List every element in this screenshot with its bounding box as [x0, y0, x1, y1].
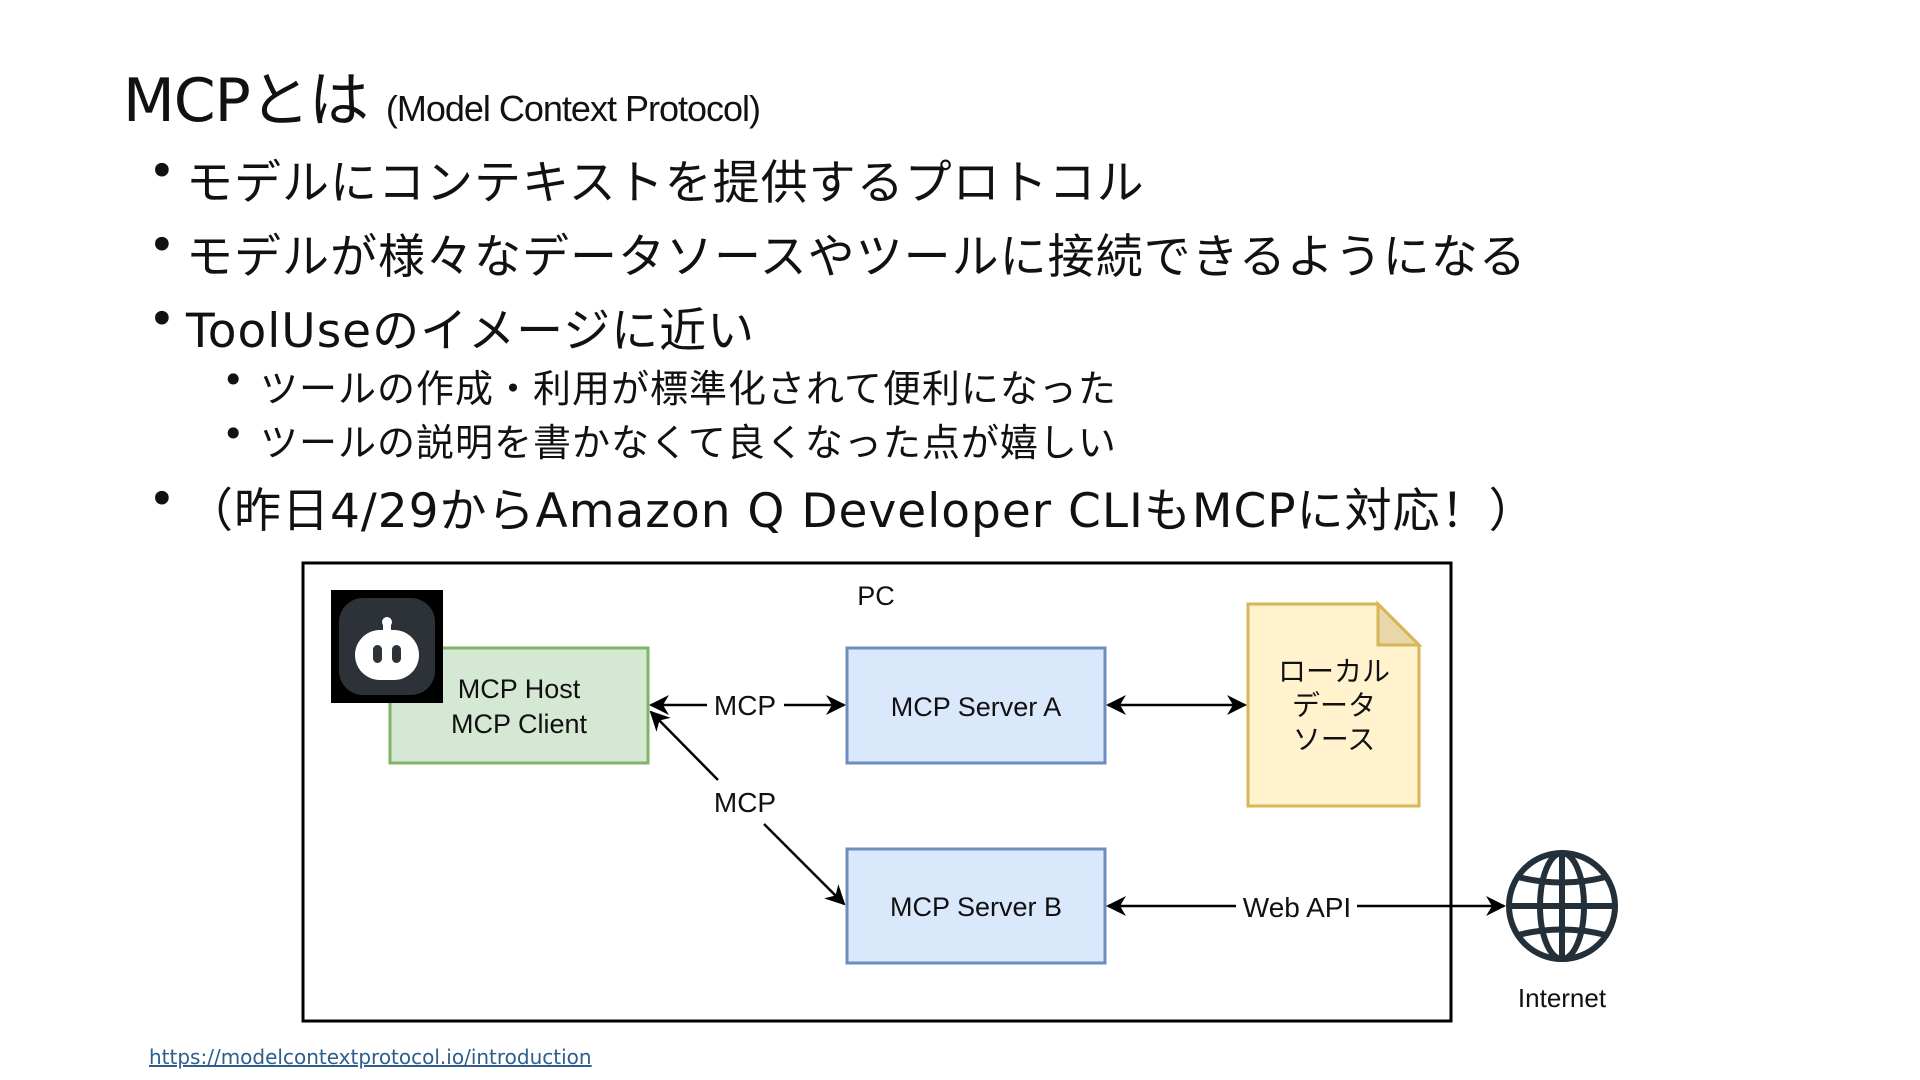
- mcp-server-b-label: MCP Server B: [890, 892, 1062, 922]
- sub-bullet-1-text: ツールの作成・利用が標準化されて便利になった: [260, 367, 1117, 411]
- pc-label: PC: [857, 581, 895, 611]
- mcp-server-a-box: [845, 646, 1107, 765]
- bullet-3: ToolUseのイメージに近い: [148, 292, 755, 361]
- title-main: MCPとは: [123, 66, 369, 136]
- sub-bullet-2-text: ツールの説明を書かなくて良くなった点が嬉しい: [260, 421, 1117, 465]
- bullet-2: モデルが様々なデータソースやツールに接続できるようになる: [148, 218, 1527, 287]
- bullet-4-text: （昨日4/29からAmazon Q Developer CLIもMCPに対応！）: [186, 484, 1537, 539]
- bullet-2-text: モデルが様々なデータソースやツールに接続できるようになる: [186, 230, 1527, 285]
- local-data-line-1: ローカル: [1278, 656, 1390, 687]
- sub-bullet-2: ツールの説明を書かなくて良くなった点が嬉しい: [222, 412, 1117, 467]
- title-subtitle: (Model Context Protocol): [385, 88, 761, 129]
- bullet-1-text: モデルにコンテキストを提供するプロトコル: [186, 156, 1145, 211]
- mcp-label-top: MCP: [714, 690, 776, 721]
- reference-link[interactable]: https://modelcontextprotocol.io/introduc…: [149, 1045, 592, 1069]
- bullet-3-text: ToolUseのイメージに近い: [186, 304, 756, 359]
- sub-bullet-1: ツールの作成・利用が標準化されて便利になった: [222, 358, 1117, 413]
- host-to-server-b-arrow-bottom: [763, 823, 846, 906]
- mcp-server-a-label: MCP Server A: [891, 692, 1062, 722]
- robot-app-icon: [331, 590, 443, 703]
- globe-icon: [1506, 850, 1618, 962]
- slide-title: MCPとは (Model Context Protocol): [123, 52, 761, 139]
- mcp-label-diagonal: MCP: [714, 787, 776, 818]
- mcp-host-label: MCP Host: [458, 674, 581, 704]
- mcp-server-b-box: [845, 847, 1107, 965]
- local-data-source-doc: ローカル データ ソース: [1246, 600, 1423, 808]
- mcp-client-label: MCP Client: [451, 709, 588, 739]
- local-data-line-2: データ: [1292, 690, 1376, 721]
- internet-label: Internet: [1518, 983, 1607, 1013]
- web-api-label: Web API: [1243, 892, 1351, 923]
- bullet-4: （昨日4/29からAmazon Q Developer CLIもMCPに対応！）: [148, 472, 1537, 541]
- host-to-server-b-arrow-top: [649, 710, 719, 781]
- bullet-1: モデルにコンテキストを提供するプロトコル: [148, 144, 1145, 213]
- local-data-line-3: ソース: [1293, 724, 1376, 755]
- connectors: [649, 695, 1506, 916]
